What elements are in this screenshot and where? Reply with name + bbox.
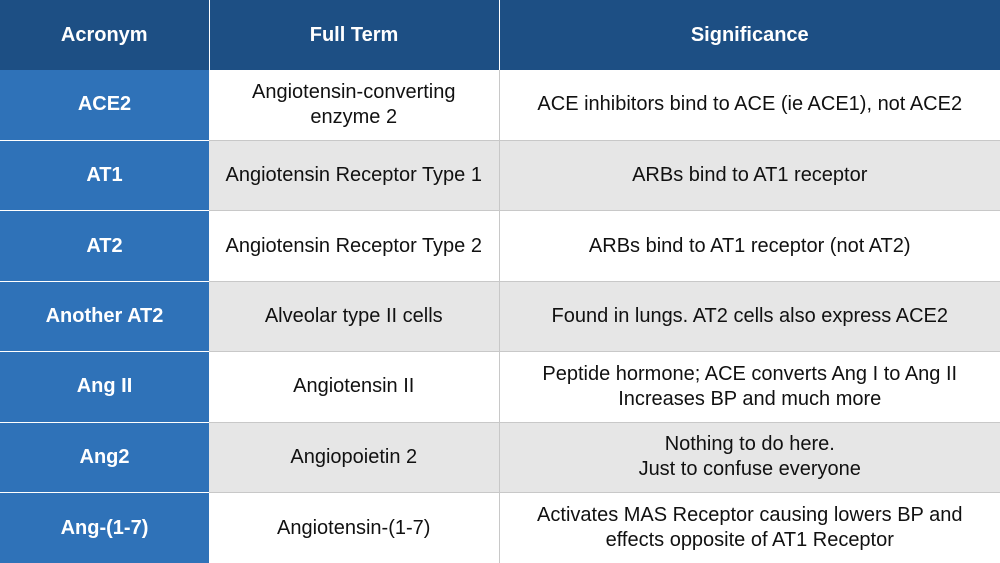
significance-cell: Nothing to do here.Just to confuse every…	[499, 422, 1000, 494]
significance-cell-line: ARBs bind to AT1 receptor	[632, 164, 868, 187]
full-term-cell: Alveolar type II cells	[209, 281, 500, 353]
full-term-cell-line: Angiotensin II	[293, 375, 415, 398]
significance-cell: ARBs bind to AT1 receptor	[499, 140, 1000, 212]
acronym-cell: Another AT2	[0, 281, 209, 353]
significance-cell-line: Activates MAS Receptor causing lowers BP…	[537, 504, 963, 527]
acronym-cell: AT2	[0, 210, 209, 282]
significance-cell-line: Found in lungs. AT2 cells also express A…	[551, 304, 948, 327]
significance-cell-line: Just to confuse everyone	[638, 458, 861, 481]
full-term-cell: Angiotensin II	[209, 351, 500, 423]
significance-cell-line: Increases BP and much more	[618, 387, 882, 410]
significance-cell: ARBs bind to AT1 receptor (not AT2)	[499, 210, 1000, 282]
full-term-cell-line: Angiotensin Receptor Type 1	[225, 164, 482, 187]
header-row: Acronym Full Term Significance	[0, 0, 1000, 70]
header-full-term: Full Term	[209, 0, 500, 70]
full-term-cell: Angiotensin Receptor Type 1	[209, 140, 500, 212]
table-row: Ang II Angiotensin II Peptide hormone; ACE…	[0, 351, 1000, 423]
acronym-cell: AT1	[0, 140, 209, 212]
full-term-cell-line: Angiotensin Receptor Type 2	[225, 234, 482, 257]
table-row: AT2 Angiotensin Receptor Type 2 ARBs bind …	[0, 210, 1000, 282]
significance-cell-line: ARBs bind to AT1 receptor (not AT2)	[588, 234, 911, 257]
table-row: Ang2 Angiopoietin 2 Nothing to do here.Jus…	[0, 422, 1000, 494]
acronym-cell: Ang-(1-7)	[0, 492, 209, 563]
significance-cell: ACE inhibitors bind to ACE (ie ACE1), no…	[499, 70, 1000, 141]
full-term-cell-line: Angiotensin-converting	[252, 80, 456, 103]
table-row: Another AT2 Alveolar type II cells Found i…	[0, 281, 1000, 353]
significance-cell-line: ACE inhibitors bind to ACE (ie ACE1), no…	[537, 93, 963, 116]
full-term-cell-line: Angiotensin-(1-7)	[277, 516, 431, 539]
significance-cell: Peptide hormone; ACE converts Ang I to A…	[499, 351, 1000, 423]
significance-cell: Activates MAS Receptor causing lowers BP…	[499, 492, 1000, 563]
acronym-cell: Ang2	[0, 422, 209, 494]
significance-cell-line: Nothing to do here.	[664, 433, 835, 456]
full-term-cell-line: Angiopoietin 2	[290, 445, 418, 468]
significance-cell-line: effects opposite of AT1 Receptor	[605, 529, 894, 552]
significance-cell-line: Peptide hormone; ACE converts Ang I to A…	[542, 362, 958, 385]
full-term-cell-line: enzyme 2	[310, 105, 398, 128]
table-row: Ang-(1-7) Angiotensin-(1-7) Activates MAS …	[0, 492, 1000, 563]
full-term-cell: Angiotensin-(1-7)	[209, 492, 500, 563]
full-term-cell-line: Alveolar type II cells	[264, 304, 443, 327]
table-row: AT1 Angiotensin Receptor Type 1 ARBs bind …	[0, 140, 1000, 212]
acronym-cell: Ang II	[0, 351, 209, 423]
header-acronym: Acronym	[0, 0, 210, 70]
significance-cell: Found in lungs. AT2 cells also express A…	[499, 281, 1000, 353]
header-significance: Significance	[499, 0, 1000, 70]
table-header: Acronym Full Term Significance	[0, 0, 1000, 70]
full-term-cell: Angiotensin Receptor Type 2	[209, 210, 500, 282]
full-term-cell: Angiopoietin 2	[209, 422, 500, 494]
acronym-cell: ACE2	[0, 70, 209, 141]
